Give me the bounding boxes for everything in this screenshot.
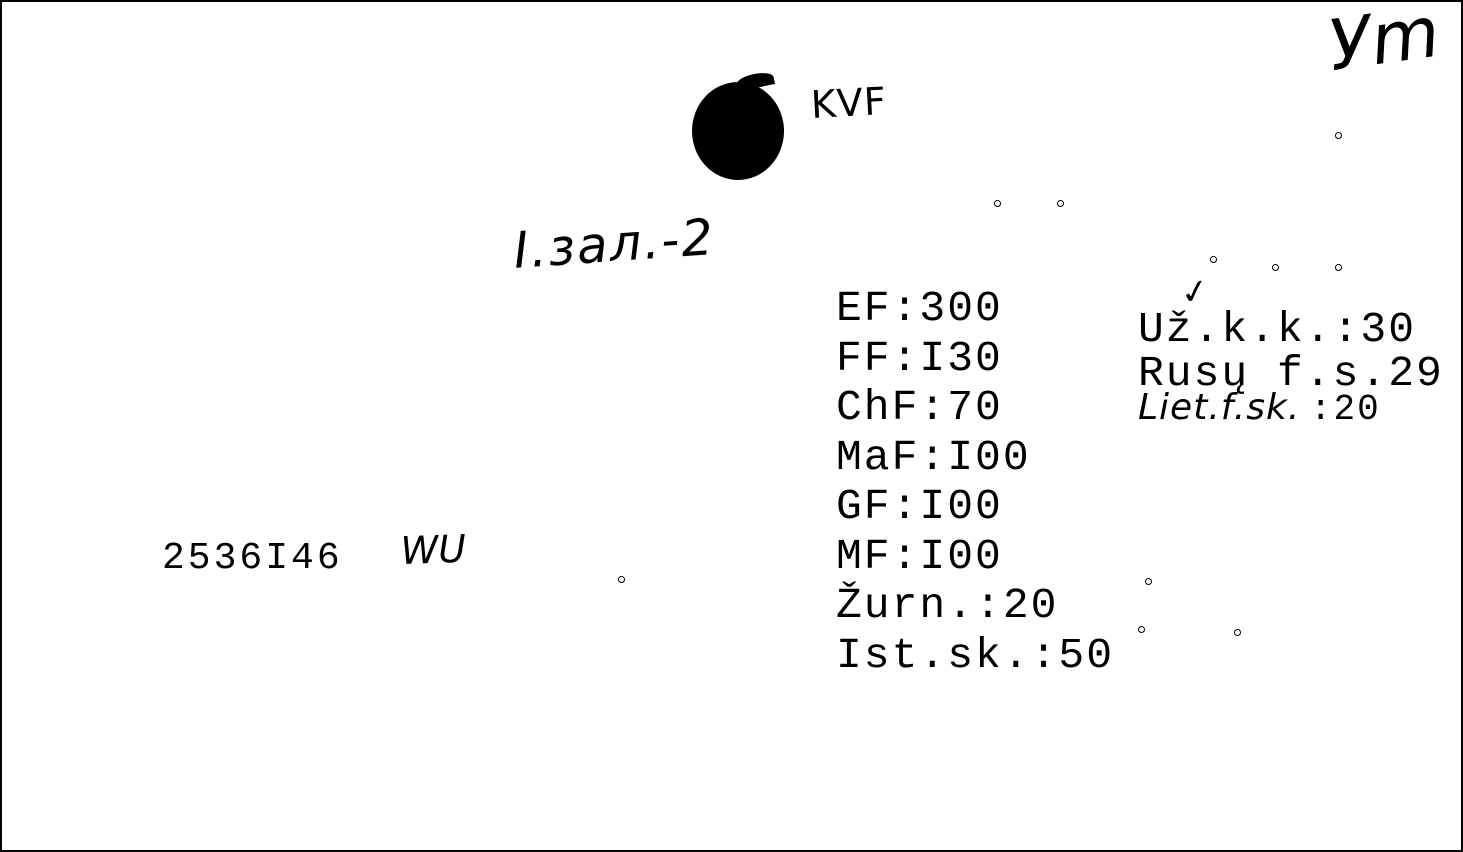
holding-uz-kk: Už.k.k.:30 [1138, 305, 1417, 354]
kvf-mark: KVF [809, 79, 888, 127]
holding-rusu-fs: Rusų f.s.29 [1138, 349, 1444, 398]
paper-speck [618, 576, 625, 583]
holding-ff: FF:I30 [836, 333, 1003, 383]
paper-speck [1335, 132, 1342, 139]
corner-initials: Уm [1323, 0, 1445, 88]
paper-speck [1335, 264, 1342, 271]
holding-row: Už.k.k.:30 [1138, 308, 1444, 358]
holding-liet-fsk-label: Liet.f.sk. [1138, 387, 1301, 428]
holding-mf: MF:I00 [836, 531, 1003, 581]
holding-row: Rusų f.s.29 [1138, 352, 1444, 402]
holding-row: Liet.f.sk. :20 [1138, 390, 1444, 440]
paper-speck [1138, 626, 1145, 633]
paper-speck [1272, 264, 1279, 271]
holding-gf: GF:I00 [836, 482, 1003, 531]
paper-speck [1145, 578, 1152, 585]
record-mark: WU [399, 526, 467, 573]
paper-speck [1057, 200, 1064, 207]
holding-liet-fsk-value: :20 [1309, 389, 1381, 430]
call-number: I.зал.-2 [511, 207, 717, 280]
paper-speck [1210, 256, 1217, 263]
holdings-right-list: Už.k.k.:30 Rusų f.s.29 Liet.f.sk. :20 [1138, 308, 1444, 440]
holding-ist-sk: Ist.sk.:50 [836, 630, 1115, 680]
record-number: 2536I46 [162, 537, 343, 580]
holding-zurn: Žurn.:20 [836, 581, 1059, 630]
holding-ef: EF:300 [836, 284, 1003, 333]
holding-chf: ChF:70 [836, 383, 1003, 432]
paper-speck [994, 200, 1001, 207]
holding-maf: MaF:I00 [836, 432, 1031, 482]
punch-hole [692, 82, 784, 180]
paper-speck [1234, 629, 1241, 636]
holdings-left-list: EF:300 FF:I30 ChF:70 MaF:I00 GF:I00 MF:I… [836, 287, 1114, 683]
